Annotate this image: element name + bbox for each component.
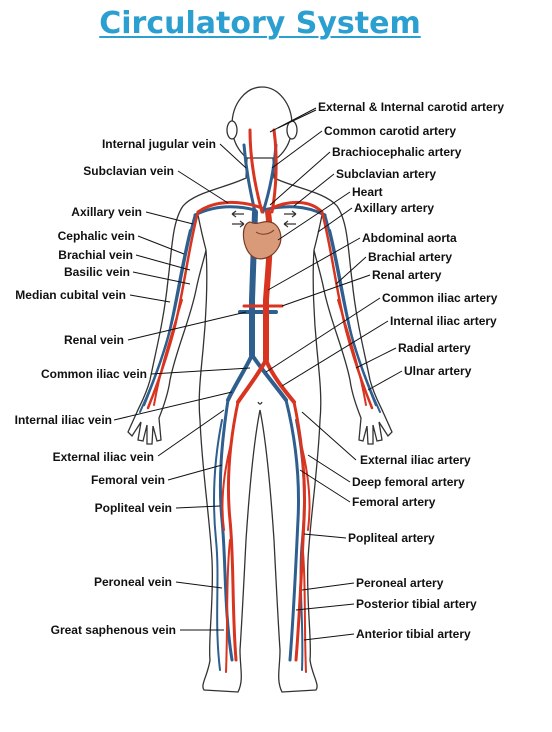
right-leader-lines: [265, 107, 403, 641]
left-labels: Internal jugular vein Subclavian vein Ax…: [15, 137, 216, 637]
label-median-cubital-vein: Median cubital vein: [15, 288, 126, 302]
label-brachial-artery: Brachial artery: [368, 250, 452, 264]
label-brachial-vein: Brachial vein: [58, 248, 133, 262]
label-external-iliac-vein: External iliac vein: [53, 450, 154, 464]
label-axillary-artery: Axillary artery: [354, 201, 434, 215]
label-external-iliac-artery: External iliac artery: [360, 453, 471, 467]
label-cephalic-vein: Cephalic vein: [58, 229, 135, 243]
heart-graphic: [231, 210, 297, 260]
label-great-saphenous-vein: Great saphenous vein: [51, 623, 176, 637]
right-labels: External & Internal carotid artery Commo…: [318, 100, 504, 641]
label-popliteal-vein: Popliteal vein: [95, 501, 172, 515]
label-ulnar-artery: Ulnar artery: [404, 364, 472, 378]
label-renal-artery: Renal artery: [372, 268, 442, 282]
label-peroneal-artery: Peroneal artery: [356, 576, 444, 590]
label-axillary-vein: Axillary vein: [71, 205, 142, 219]
label-femoral-vein: Femoral vein: [91, 473, 165, 487]
label-internal-jugular-vein: Internal jugular vein: [102, 137, 216, 151]
label-popliteal-artery: Popliteal artery: [348, 531, 435, 545]
label-renal-vein: Renal vein: [64, 333, 124, 347]
label-heart: Heart: [352, 185, 383, 199]
label-external-internal-carotid-artery: External & Internal carotid artery: [318, 100, 504, 114]
label-deep-femoral-artery: Deep femoral artery: [352, 475, 465, 489]
label-abdominal-aorta: Abdominal aorta: [362, 231, 457, 245]
label-brachiocephalic-artery: Brachiocephalic artery: [332, 145, 462, 159]
label-femoral-artery: Femoral artery: [352, 495, 436, 509]
label-anterior-tibial-artery: Anterior tibial artery: [356, 627, 471, 641]
veins: [139, 143, 381, 671]
label-subclavian-artery: Subclavian artery: [336, 167, 436, 181]
label-peroneal-vein: Peroneal vein: [94, 575, 172, 589]
label-internal-iliac-vein: Internal iliac vein: [15, 413, 112, 427]
label-basilic-vein: Basilic vein: [64, 265, 130, 279]
label-posterior-tibial-artery: Posterior tibial artery: [356, 597, 477, 611]
label-common-carotid-artery: Common carotid artery: [324, 124, 456, 138]
label-subclavian-vein: Subclavian vein: [83, 164, 174, 178]
left-leader-lines: [113, 143, 251, 631]
label-common-iliac-artery: Common iliac artery: [382, 291, 498, 305]
label-radial-artery: Radial artery: [398, 341, 471, 355]
label-common-iliac-vein: Common iliac vein: [41, 367, 147, 381]
diagram-title: Circulatory System: [99, 6, 421, 41]
label-internal-iliac-artery: Internal iliac artery: [390, 314, 497, 328]
